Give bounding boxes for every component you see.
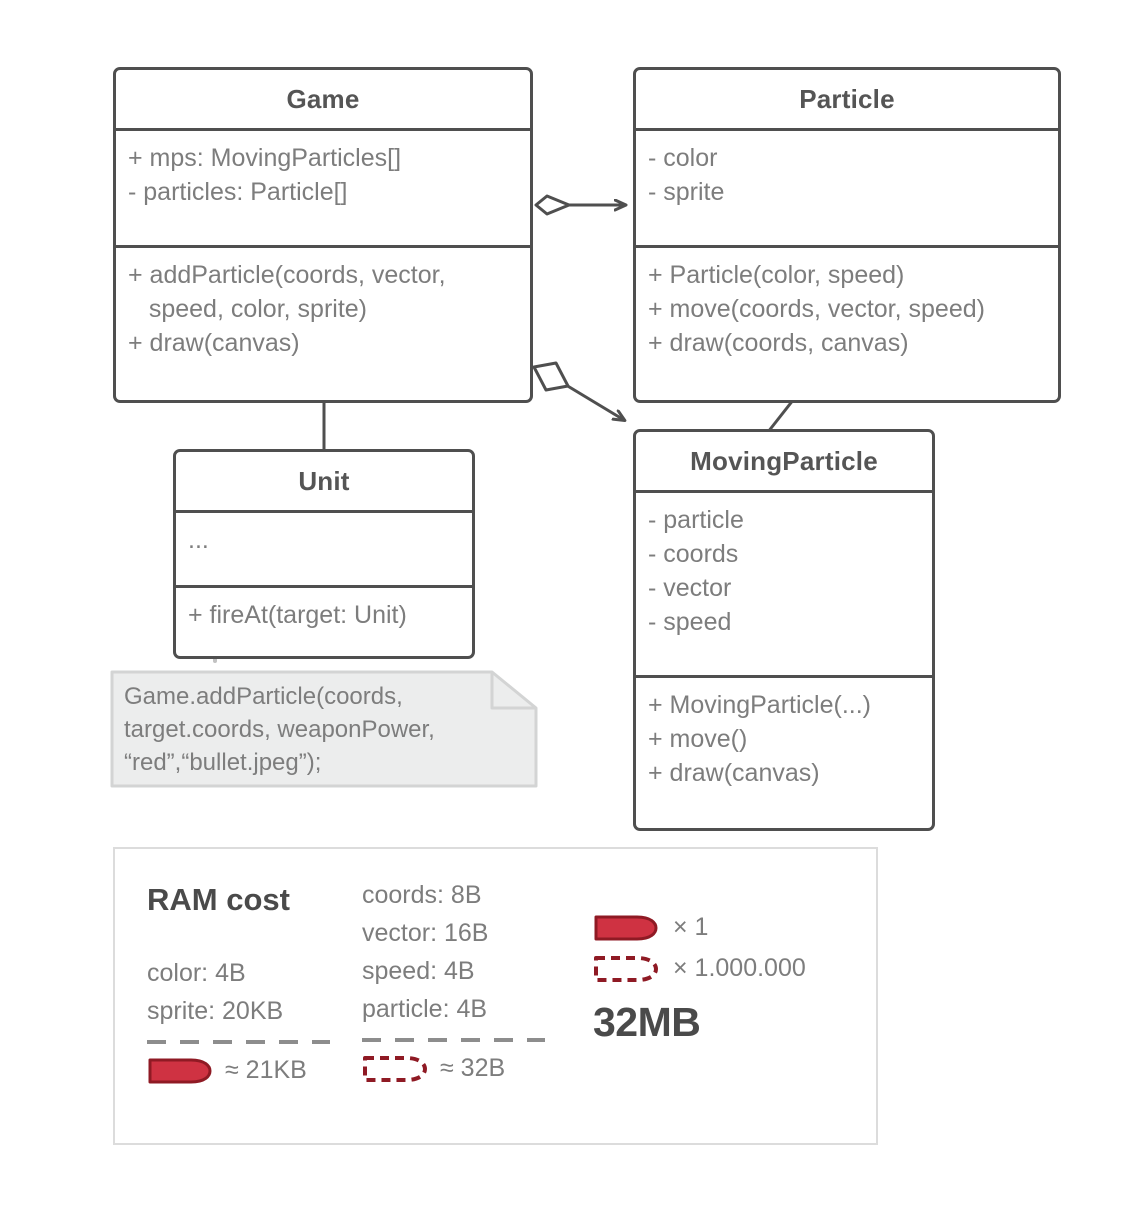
compartment-divider [116, 128, 530, 131]
attribute-row: + mps: MovingParticles[] [128, 144, 402, 172]
ram-cost-legend-panel: RAM cost color: 4B sprite: 20KB ≈ 21KB c… [113, 847, 878, 1145]
legend-total-label: ≈ 21KB [225, 1056, 307, 1084]
legend-column-right: × 1 × 1.000.000 32MB [593, 909, 863, 1046]
operation-row: + fireAt(target: Unit) [188, 601, 407, 629]
legend-total-label: ≈ 32B [440, 1054, 506, 1082]
legend-cost-line: coords: 8B [362, 881, 482, 909]
operation-row: + draw(coords, canvas) [648, 329, 909, 357]
attributes-compartment: + mps: MovingParticles[] - particles: Pa… [116, 131, 530, 245]
attribute-row: - vector [648, 574, 732, 602]
class-title-game: Game [286, 84, 360, 114]
compartment-divider [636, 128, 1058, 131]
compartment-divider [176, 585, 472, 588]
compartment-divider [636, 245, 1058, 248]
class-title-unit: Unit [298, 466, 350, 496]
legend-cost-line: vector: 16B [362, 919, 489, 947]
attributes-compartment: ... [176, 513, 472, 585]
compartment-divider [116, 245, 530, 248]
link-game-particle [534, 194, 625, 216]
legend-cost-line: particle: 4B [362, 995, 488, 1023]
compartment-divider [636, 490, 932, 493]
attributes-compartment: - color - sprite [636, 131, 1058, 245]
legend-column-middle: coords: 8B vector: 16B speed: 4B particl… [362, 876, 577, 1083]
attribute-row: - sprite [648, 178, 725, 206]
legend-grand-total: 32MB [593, 999, 701, 1045]
attributes-compartment: - particle - coords - vector - speed [636, 493, 932, 675]
note-shape [110, 670, 538, 788]
legend-count-row-dashed: × 1.000.000 [593, 954, 863, 983]
class-box-game[interactable]: Game + mps: MovingParticles[] - particle… [113, 67, 533, 403]
operations-compartment: + addParticle(coords, vector, speed, col… [116, 248, 530, 400]
legend-count-label: × 1 [673, 913, 709, 941]
dashed-bullet-icon [594, 955, 658, 982]
operations-compartment: + MovingParticle(...) + move() + draw(ca… [636, 678, 932, 828]
operations-compartment: + fireAt(target: Unit) [176, 588, 472, 656]
legend-divider-dashed [147, 1040, 330, 1044]
legend-count-row-solid: × 1 [593, 913, 863, 942]
legend-cost-line: sprite: 20KB [147, 997, 284, 1025]
legend-divider-dashed [362, 1038, 545, 1042]
note-text: Game.addParticle(coords, target.coords, … [124, 683, 435, 776]
attribute-row: - speed [648, 608, 732, 636]
legend-title: RAM cost [147, 882, 290, 917]
class-title-particle: Particle [799, 84, 895, 114]
legend-cost-line: speed: 4B [362, 957, 475, 985]
attribute-row: - particle [648, 506, 744, 534]
compartment-divider [636, 675, 932, 678]
operations-compartment: + Particle(color, speed) + move(coords, … [636, 248, 1058, 400]
attribute-row: - color [648, 144, 718, 172]
attribute-row: - particles: Particle[] [128, 178, 348, 206]
operation-row: + draw(canvas) [648, 759, 820, 787]
class-box-particle[interactable]: Particle - color - sprite + Particle(col… [633, 67, 1061, 403]
operation-row: + MovingParticle(...) [648, 691, 871, 719]
class-box-movingparticle[interactable]: MovingParticle - particle - coords - vec… [633, 429, 935, 831]
compartment-divider [176, 510, 472, 513]
attribute-row: ... [188, 526, 209, 554]
legend-column-left: RAM cost color: 4B sprite: 20KB ≈ 21KB [147, 882, 362, 1085]
legend-total-row-dashed: ≈ 32B [362, 1054, 577, 1083]
legend-cost-line: color: 4B [147, 959, 246, 987]
operation-row: + move() [648, 725, 748, 753]
operation-row: + draw(canvas) [128, 329, 300, 357]
solid-bullet-icon [148, 1058, 212, 1083]
legend-count-label: × 1.000.000 [673, 954, 806, 982]
solid-bullet-icon [594, 915, 658, 940]
operation-row: + move(coords, vector, speed) [648, 295, 985, 323]
legend-total-row-solid: ≈ 21KB [147, 1056, 362, 1085]
note-comment: Game.addParticle(coords, target.coords, … [110, 668, 538, 790]
operation-row: + addParticle(coords, vector, speed, col… [128, 261, 446, 323]
attribute-row: - coords [648, 540, 739, 568]
dashed-bullet-icon [363, 1055, 427, 1082]
class-title-movingparticle: MovingParticle [690, 446, 878, 476]
class-box-unit[interactable]: Unit ... + fireAt(target: Unit) [173, 449, 475, 659]
link-game-movingparticle [532, 361, 624, 420]
operation-row: + Particle(color, speed) [648, 261, 905, 289]
